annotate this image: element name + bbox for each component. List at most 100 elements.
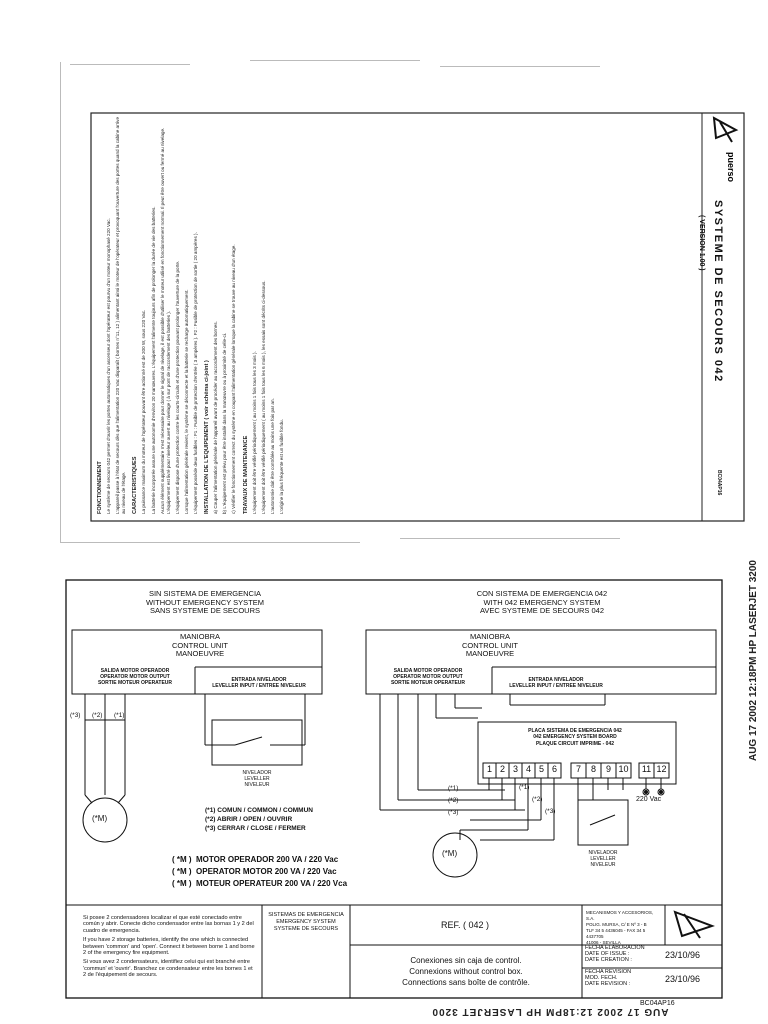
doc-title-block: SYSTEME DE SECOURS 042 (712, 200, 732, 530)
motor-legend-row: ( *M ) MOTEUR OPERATEUR 200 VA / 220 Vca (172, 878, 347, 890)
drawing-code: BC04AP16 (640, 1000, 675, 1007)
label: PLACA SISTEMA DE EMERGENCIA 042 (528, 728, 622, 734)
wire-tag: (*3) (545, 808, 556, 815)
dates-block: FECHA ELABORACION DATE OF ISSUE : DATE C… (583, 945, 723, 991)
date-label: MOD. FECH. (585, 975, 618, 981)
legend-entry: (*2) ABRIR / OPEN / OUVRIR (205, 816, 293, 823)
terminal-block-c: 11 12 (639, 764, 669, 774)
label: LEVELLER (590, 856, 616, 862)
date-label: DATE OF ISSUE : (585, 951, 630, 957)
left-control-unit: MANIOBRA CONTROL UNIT MANOEUVRE (150, 632, 250, 659)
label: SORTIE MOTEUR OPERATEUR (97, 680, 173, 687)
wire-tag: (*3) (448, 809, 459, 816)
label: MANOEUVRE (465, 649, 515, 658)
right-title: CON SISTEMA DE EMERGENCIA 042 WITH 042 E… (377, 589, 707, 616)
date-value: 23/10/96 (665, 950, 701, 960)
label: SYSTEME DE SECOURS (273, 926, 339, 932)
document-frame (90, 112, 745, 522)
label: MECANISMOS Y ACCESORIOS, S.A. (586, 910, 654, 921)
brand-logo-small (673, 910, 715, 938)
terminal: 5 (538, 764, 544, 774)
terminal: 12 (656, 764, 667, 774)
brand-logo: puerso (706, 112, 746, 192)
terminal: 3 (512, 764, 518, 774)
terminal-block-b: 7 8 9 10 (571, 764, 631, 774)
motor-legend-row: ( *M ) MOTOR OPERADOR 200 VA / 220 Vac (172, 854, 347, 866)
wire-tag: (*1) (448, 785, 459, 792)
terminal: 8 (590, 764, 596, 774)
label: TLF 34 5 4436045 - FAX 34 5 4437705 (586, 928, 646, 939)
doc-side-code: BC04AP16 (716, 470, 722, 496)
label: SORTIE MOTEUR OPERATEUR (390, 680, 466, 687)
label: PLAQUE CIRCUIT IMPRIME - 042 (535, 740, 615, 747)
wire-tag: (*1) (114, 712, 125, 719)
fax-header-bottom: AUG 17 2002 12:18PM HP LASERJET 3200 (431, 1006, 669, 1017)
right-leveller-label: NIVELADOR LEVELLER NIVELEUR (578, 850, 628, 868)
label: NIVELEUR (590, 862, 616, 868)
note-line: Si vous avez 2 condensateurs, identifiez… (83, 959, 253, 979)
legend-entry: (*3) CERRAR / CLOSE / FERMER (205, 825, 306, 832)
label: LEVELLER (244, 776, 270, 782)
label: ENTRADA NIVELADOR (231, 677, 287, 683)
label: Connections sans boîte de contrôle. (402, 978, 530, 987)
label: SISTEMAS DE EMERGENCIA (268, 912, 344, 918)
terminal-block-a: 1 2 3 4 5 6 (483, 764, 561, 774)
left-title-line: SIN SISTEMA DE EMERGENCIA (148, 589, 262, 598)
label: Conexiones sin caja de control. (410, 956, 522, 965)
motor-legend-text: MOTEUR OPERATEUR 200 VA / 220 Vca (196, 879, 348, 888)
label: LEVELLER INPUT / ENTREE NIVELEUR (212, 683, 306, 690)
motor-legend-text: MOTOR OPERADOR 200 VA / 220 Vac (196, 855, 339, 864)
label: SALIDA MOTOR OPERADOR (393, 668, 463, 674)
left-title-line: SANS SYSTEME DE SECOURS (149, 606, 261, 615)
wire-tag: (*2) (448, 797, 459, 804)
date-label: DATE CREATION : (585, 957, 632, 963)
doc-title: SYSTEME DE SECOURS 042 (712, 200, 724, 383)
date-value: 23/10/96 (665, 974, 701, 984)
terminal: 11 (641, 764, 652, 774)
left-title: SIN SISTEMA DE EMERGENCIA WITHOUT EMERGE… (80, 589, 330, 616)
terminal: 10 (618, 764, 629, 774)
date-label: FECHA ELABORACION (585, 945, 645, 951)
brand-name: puerso (726, 152, 736, 183)
left-motor-output: SALIDA MOTOR OPERADOR OPERATOR MOTOR OUT… (75, 668, 195, 687)
terminal: 1 (486, 764, 492, 774)
wire-tag: (*1) (519, 784, 530, 791)
label: MANOEUVRE (175, 649, 225, 658)
label: CONTROL UNIT (172, 640, 228, 650)
fax-header-side: AUG 17 2002 12:18PM HP LASERJET 3200 (748, 560, 759, 762)
wire-tag: (*3) (70, 712, 81, 719)
supply-label: 220 Vac (636, 796, 662, 803)
legend-entry: (*1) COMUN / COMMON / COMMUN (205, 807, 313, 814)
motor-legend-text: OPERATOR MOTOR 200 VA / 220 Vac (196, 867, 337, 876)
terminal: 6 (551, 764, 557, 774)
terminal: 4 (525, 764, 531, 774)
label: LEVELLER INPUT / ENTREE NIVELEUR (509, 683, 603, 690)
label: EMERGENCY SYSTEM (276, 919, 336, 925)
description: Conexiones sin caja de control. Connexio… (352, 955, 580, 988)
terminal: 7 (575, 764, 581, 774)
date-label: FECHA REVISION (585, 969, 632, 975)
terminal: 2 (499, 764, 505, 774)
right-title-line: CON SISTEMA DE EMERGENCIA 042 (476, 589, 608, 598)
label: POLIG. MURSA, C/ E Nº 3 - B (586, 922, 647, 927)
motor-legend: ( *M ) MOTOR OPERADOR 200 VA / 220 Vac (… (172, 854, 347, 890)
motor-legend-tag: ( *M ) (172, 855, 192, 864)
note-box: Si posee 2 condensadores localizar el qu… (80, 912, 258, 1002)
wire-tag: (*2) (532, 796, 543, 803)
label: Connexions without control box. (409, 967, 523, 976)
label: OPERATOR MOTOR OUTPUT (393, 674, 463, 681)
left-legend: (*1) COMUN / COMMON / COMMUN (*2) ABRIR … (205, 806, 313, 833)
system-title: SISTEMAS DE EMERGENCIA EMERGENCY SYSTEM … (264, 912, 348, 933)
motor-legend-tag: ( *M ) (172, 879, 192, 888)
right-control-unit: MANIOBRA CONTROL UNIT MANOEUVRE (440, 632, 540, 659)
label: NIVELADOR (588, 850, 618, 856)
left-title-line: WITHOUT EMERGENCY SYSTEM (145, 597, 265, 607)
right-title-line: WITH 042 EMERGENCY SYSTEM (483, 597, 601, 607)
left-leveller-input: ENTRADA NIVELADOR LEVELLER INPUT / ENTRE… (198, 677, 320, 689)
note-line: Si posee 2 condensadores localizar el qu… (83, 915, 254, 934)
terminal: 9 (605, 764, 611, 774)
right-leveller-input: ENTRADA NIVELADOR LEVELLER INPUT / ENTRE… (495, 677, 617, 689)
label: ENTRADA NIVELADOR (528, 677, 584, 683)
board-label: PLACA SISTEMA DE EMERGENCIA 042 042 EMER… (490, 728, 660, 747)
right-title-line: AVEC SYSTEME DE SECOURS 042 (479, 606, 605, 615)
